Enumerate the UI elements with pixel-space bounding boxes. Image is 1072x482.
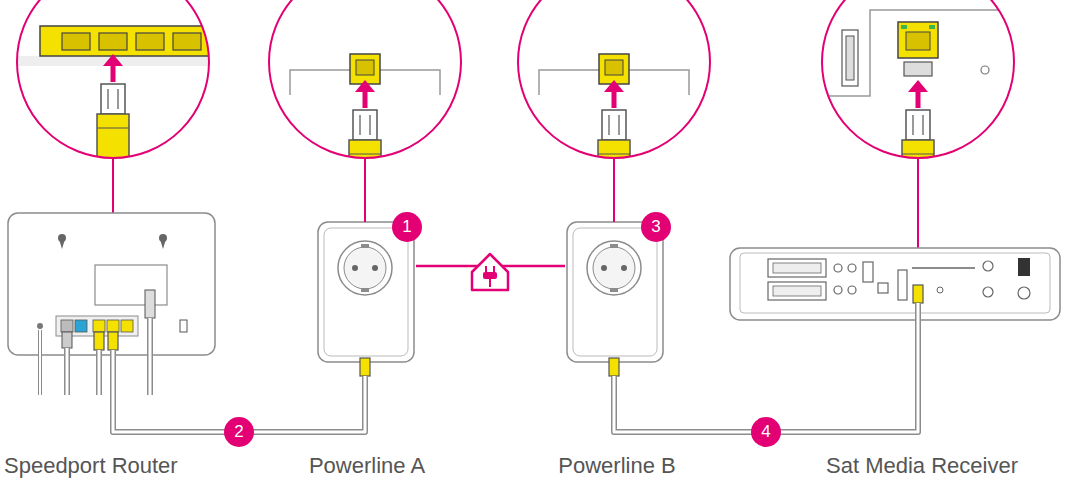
receiver-illustration — [768, 259, 826, 277]
magnifier-circle — [518, 0, 710, 158]
magnifier-circle — [269, 0, 461, 158]
router-illustration — [112, 350, 115, 398]
mains-house-icon — [472, 254, 508, 290]
receiver-illustration — [912, 267, 975, 269]
router-illustration — [62, 332, 72, 348]
receiver-illustration — [915, 303, 921, 325]
magnifier-detail — [901, 25, 907, 29]
magnifier-detail — [0, 0, 235, 196]
receiver-illustration — [773, 286, 821, 296]
router-illustration — [75, 320, 87, 332]
mains-house-icon — [489, 279, 491, 287]
magnifier-detail — [99, 33, 127, 50]
illustration — [567, 158, 663, 383]
receiver-illustration — [937, 287, 943, 293]
receiver-illustration — [848, 264, 856, 272]
router-illustration — [8, 213, 215, 398]
router-illustration — [39, 330, 41, 395]
device-label: Powerline A — [309, 453, 425, 479]
receiver-illustration — [1018, 287, 1030, 299]
magnifier-detail — [103, 54, 123, 82]
magnifier-detail — [604, 80, 624, 108]
router-illustration — [107, 320, 119, 332]
router-illustration — [93, 320, 105, 332]
router-illustration — [95, 265, 167, 305]
callout-number: 3 — [641, 212, 671, 242]
magnifier-detail — [898, 22, 938, 58]
router-illustration — [37, 323, 43, 329]
router-illustration — [121, 320, 133, 332]
magnifier-detail — [356, 60, 374, 75]
device-label: Sat Media Receiver — [826, 453, 1018, 479]
magnifier-detail — [355, 80, 375, 108]
device-area: Powerline B — [565, 218, 665, 383]
mains-house-icon — [486, 266, 494, 272]
router-illustration — [110, 350, 116, 398]
receiver-illustration — [730, 248, 1060, 325]
receiver-illustration — [740, 253, 1050, 313]
device-label: Speedport Router — [4, 453, 178, 479]
mains-house-icon — [472, 254, 508, 290]
magnifier-detail — [173, 33, 201, 50]
router-illustration — [64, 348, 70, 395]
callout-number: 1 — [392, 212, 422, 242]
router-illustration — [38, 330, 42, 395]
device-area: Speedport Router — [8, 213, 216, 398]
magnifier-detail — [908, 80, 928, 108]
receiver-illustration — [878, 283, 888, 293]
magnifier-detail — [599, 54, 629, 84]
receiver-illustration — [898, 270, 907, 300]
magnifier-detail — [904, 62, 932, 76]
receiver-illustration — [848, 286, 856, 294]
router-illustration — [180, 320, 187, 332]
magnifier-detail — [906, 32, 930, 50]
magnifier-detail — [136, 33, 164, 50]
router-illustration — [96, 350, 102, 395]
magnifier-circle — [17, 0, 209, 158]
receiver-illustration — [983, 261, 993, 271]
receiver-illustration — [834, 286, 842, 294]
router-illustration — [66, 348, 69, 395]
magnifier-detail — [605, 60, 623, 75]
receiver-illustration — [768, 282, 826, 300]
router-illustration — [149, 318, 152, 395]
magnifier-detail — [350, 54, 380, 84]
device-label: Powerline B — [558, 453, 675, 479]
receiver-illustration — [913, 285, 923, 303]
magnifier-detail — [842, 30, 858, 86]
magnifier-detail — [208, 26, 235, 56]
receiver-illustration — [773, 263, 821, 273]
device-area: Powerline A — [316, 218, 416, 383]
router-illustration — [94, 332, 104, 350]
magnifier-detail — [62, 33, 90, 50]
callout-number: 2 — [224, 417, 254, 447]
device-area: Sat Media Receiver — [730, 245, 1062, 325]
router-illustration — [59, 239, 65, 249]
router-illustration — [61, 320, 73, 332]
receiver-illustration — [834, 264, 842, 272]
router-illustration — [147, 318, 153, 395]
callout-number: 4 — [751, 417, 781, 447]
illustration — [318, 158, 414, 383]
receiver-illustration — [917, 303, 920, 325]
router-illustration — [108, 332, 118, 350]
router-illustration — [160, 239, 166, 249]
receiver-illustration — [1018, 258, 1030, 276]
receiver-illustration — [983, 287, 993, 297]
receiver-illustration — [863, 262, 873, 282]
magnifier-detail — [929, 25, 935, 29]
router-illustration — [98, 350, 101, 395]
magnifier-circle — [822, 0, 1014, 158]
magnifier-detail — [815, 0, 1025, 222]
mains-house-icon — [483, 272, 497, 279]
magnifier-detail — [846, 36, 854, 80]
receiver-illustration — [730, 248, 1060, 320]
magnifier-detail — [981, 66, 989, 74]
router-illustration — [145, 290, 155, 318]
